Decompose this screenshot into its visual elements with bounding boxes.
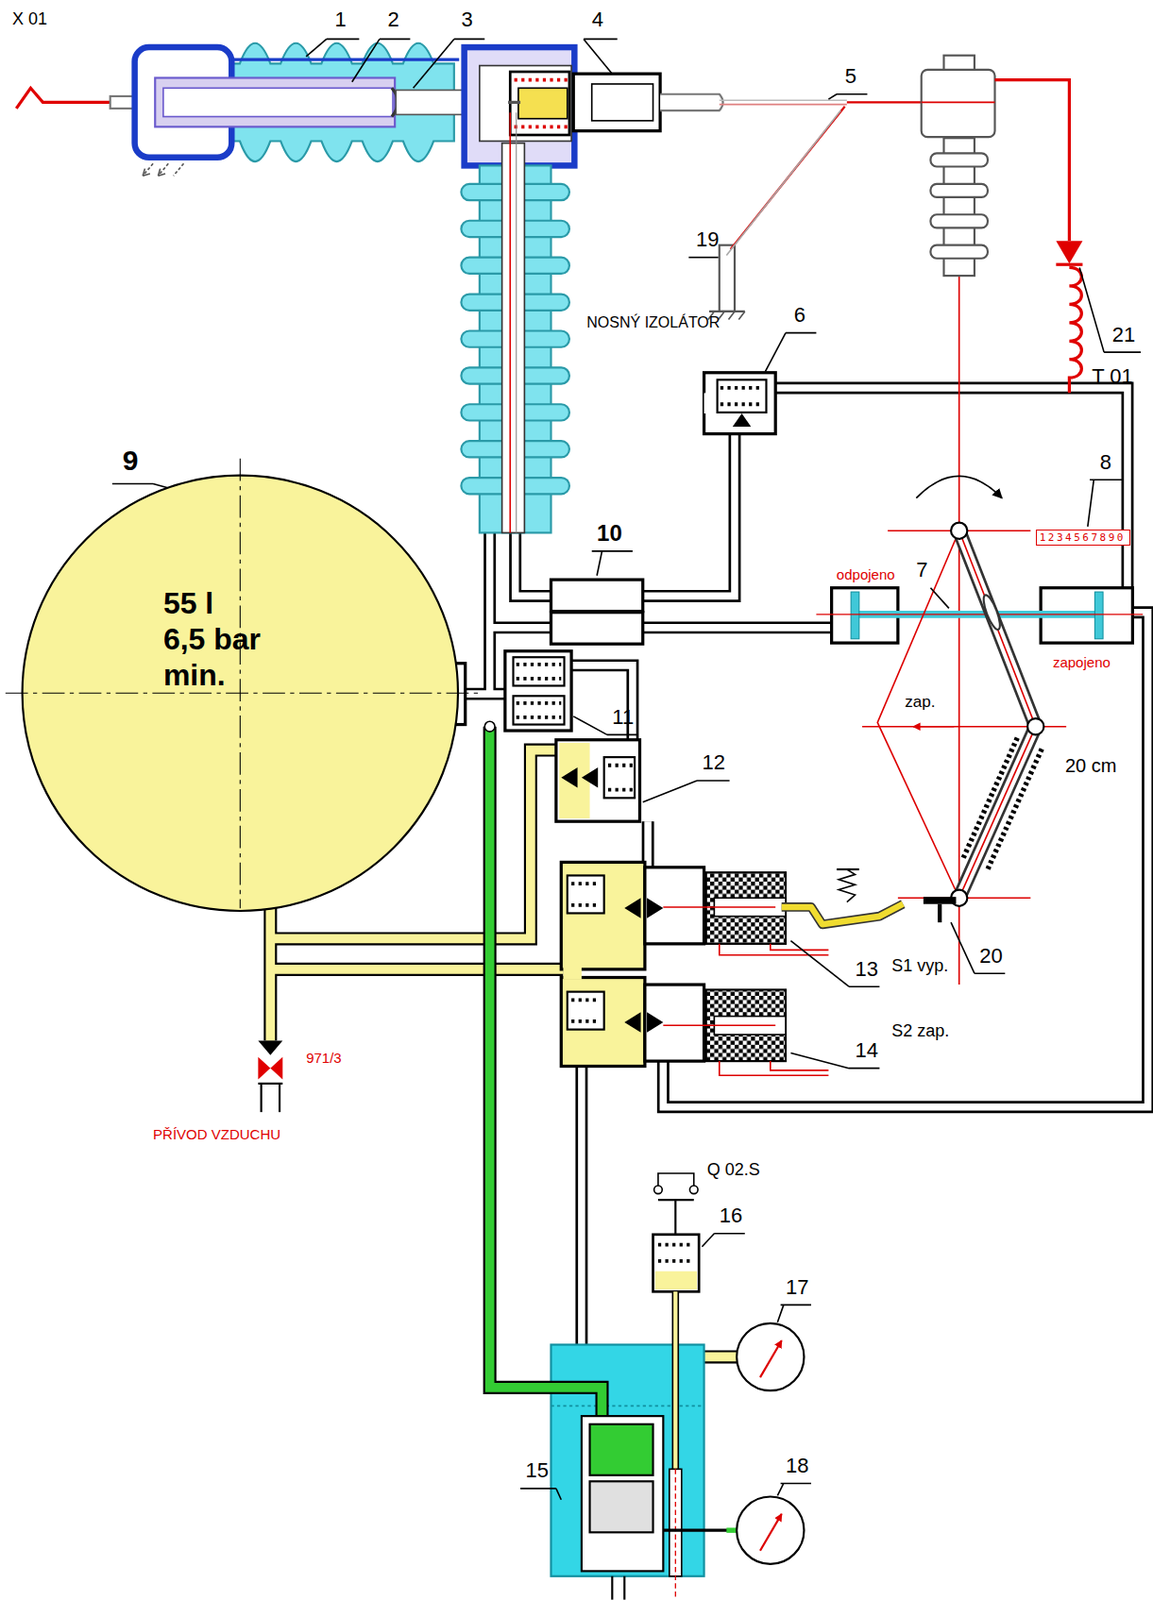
callout-number: 8: [1100, 451, 1112, 475]
pressure-unit: [484, 721, 804, 1600]
callout-number: 11: [611, 706, 634, 730]
part-label: PŘÍVOD VZDUCHU: [152, 1127, 281, 1144]
callout-number: 6: [794, 304, 806, 327]
part-label: X 01: [12, 10, 48, 30]
callout-number: 19: [695, 228, 719, 252]
callout-number: 9: [122, 444, 139, 476]
counter-digits: 1234567890: [1039, 531, 1127, 544]
part-label: 971/3: [305, 1051, 342, 1068]
valves: [505, 373, 776, 822]
callout-number: 4: [592, 8, 604, 32]
callout-number: 13: [854, 958, 878, 982]
callout-number: 18: [785, 1455, 809, 1478]
callout-number: 21: [1112, 323, 1136, 347]
part-label: S1 vyp.: [889, 957, 950, 977]
callout-number: 7: [915, 559, 928, 582]
callout-number: 15: [525, 1459, 548, 1483]
callout-number: 10: [596, 521, 623, 546]
solenoid-valves: [560, 862, 903, 1076]
callout-number: 20: [979, 945, 1002, 968]
part-label: odpojeno: [834, 567, 898, 584]
part-label: Q 02.S: [707, 1161, 761, 1181]
supply-valve: [257, 1041, 283, 1114]
disconnector: [708, 55, 1084, 985]
part-label: zap.: [902, 694, 937, 713]
callout-number: 12: [701, 751, 725, 775]
tank-outline: [20, 474, 460, 914]
line-terminal: [16, 87, 135, 109]
operation-counter: 1234567890: [1035, 529, 1131, 546]
air-tank: 55 l 6,5 bar min.: [20, 474, 460, 914]
callout-number: 17: [785, 1276, 809, 1300]
callout-number: 3: [460, 8, 473, 32]
tank-text: 55 l 6,5 bar min.: [163, 586, 263, 694]
support-insulator: [460, 112, 570, 533]
callout-number: 2: [388, 8, 400, 32]
air-pipes: [270, 388, 1148, 1358]
part-label: T 01: [1091, 365, 1134, 389]
part-label: zapojeno: [1051, 655, 1113, 672]
callout-number: 14: [854, 1039, 878, 1063]
callout-number: 16: [719, 1204, 743, 1228]
callout-number: 1: [334, 8, 346, 32]
part-label: NOSNÝ IZOLÁTOR: [586, 314, 720, 332]
drive-mechanism: [815, 475, 1143, 923]
part-label: 20 cm: [1063, 755, 1119, 777]
part-label: S2 zap.: [889, 1022, 951, 1042]
callout-number: 5: [845, 65, 857, 88]
